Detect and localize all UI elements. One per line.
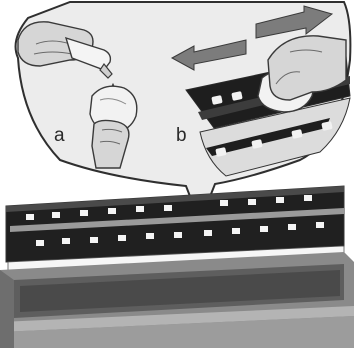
step-b-label: b <box>176 125 187 146</box>
step-a-label: a <box>54 125 65 146</box>
scanner-body <box>0 186 354 348</box>
